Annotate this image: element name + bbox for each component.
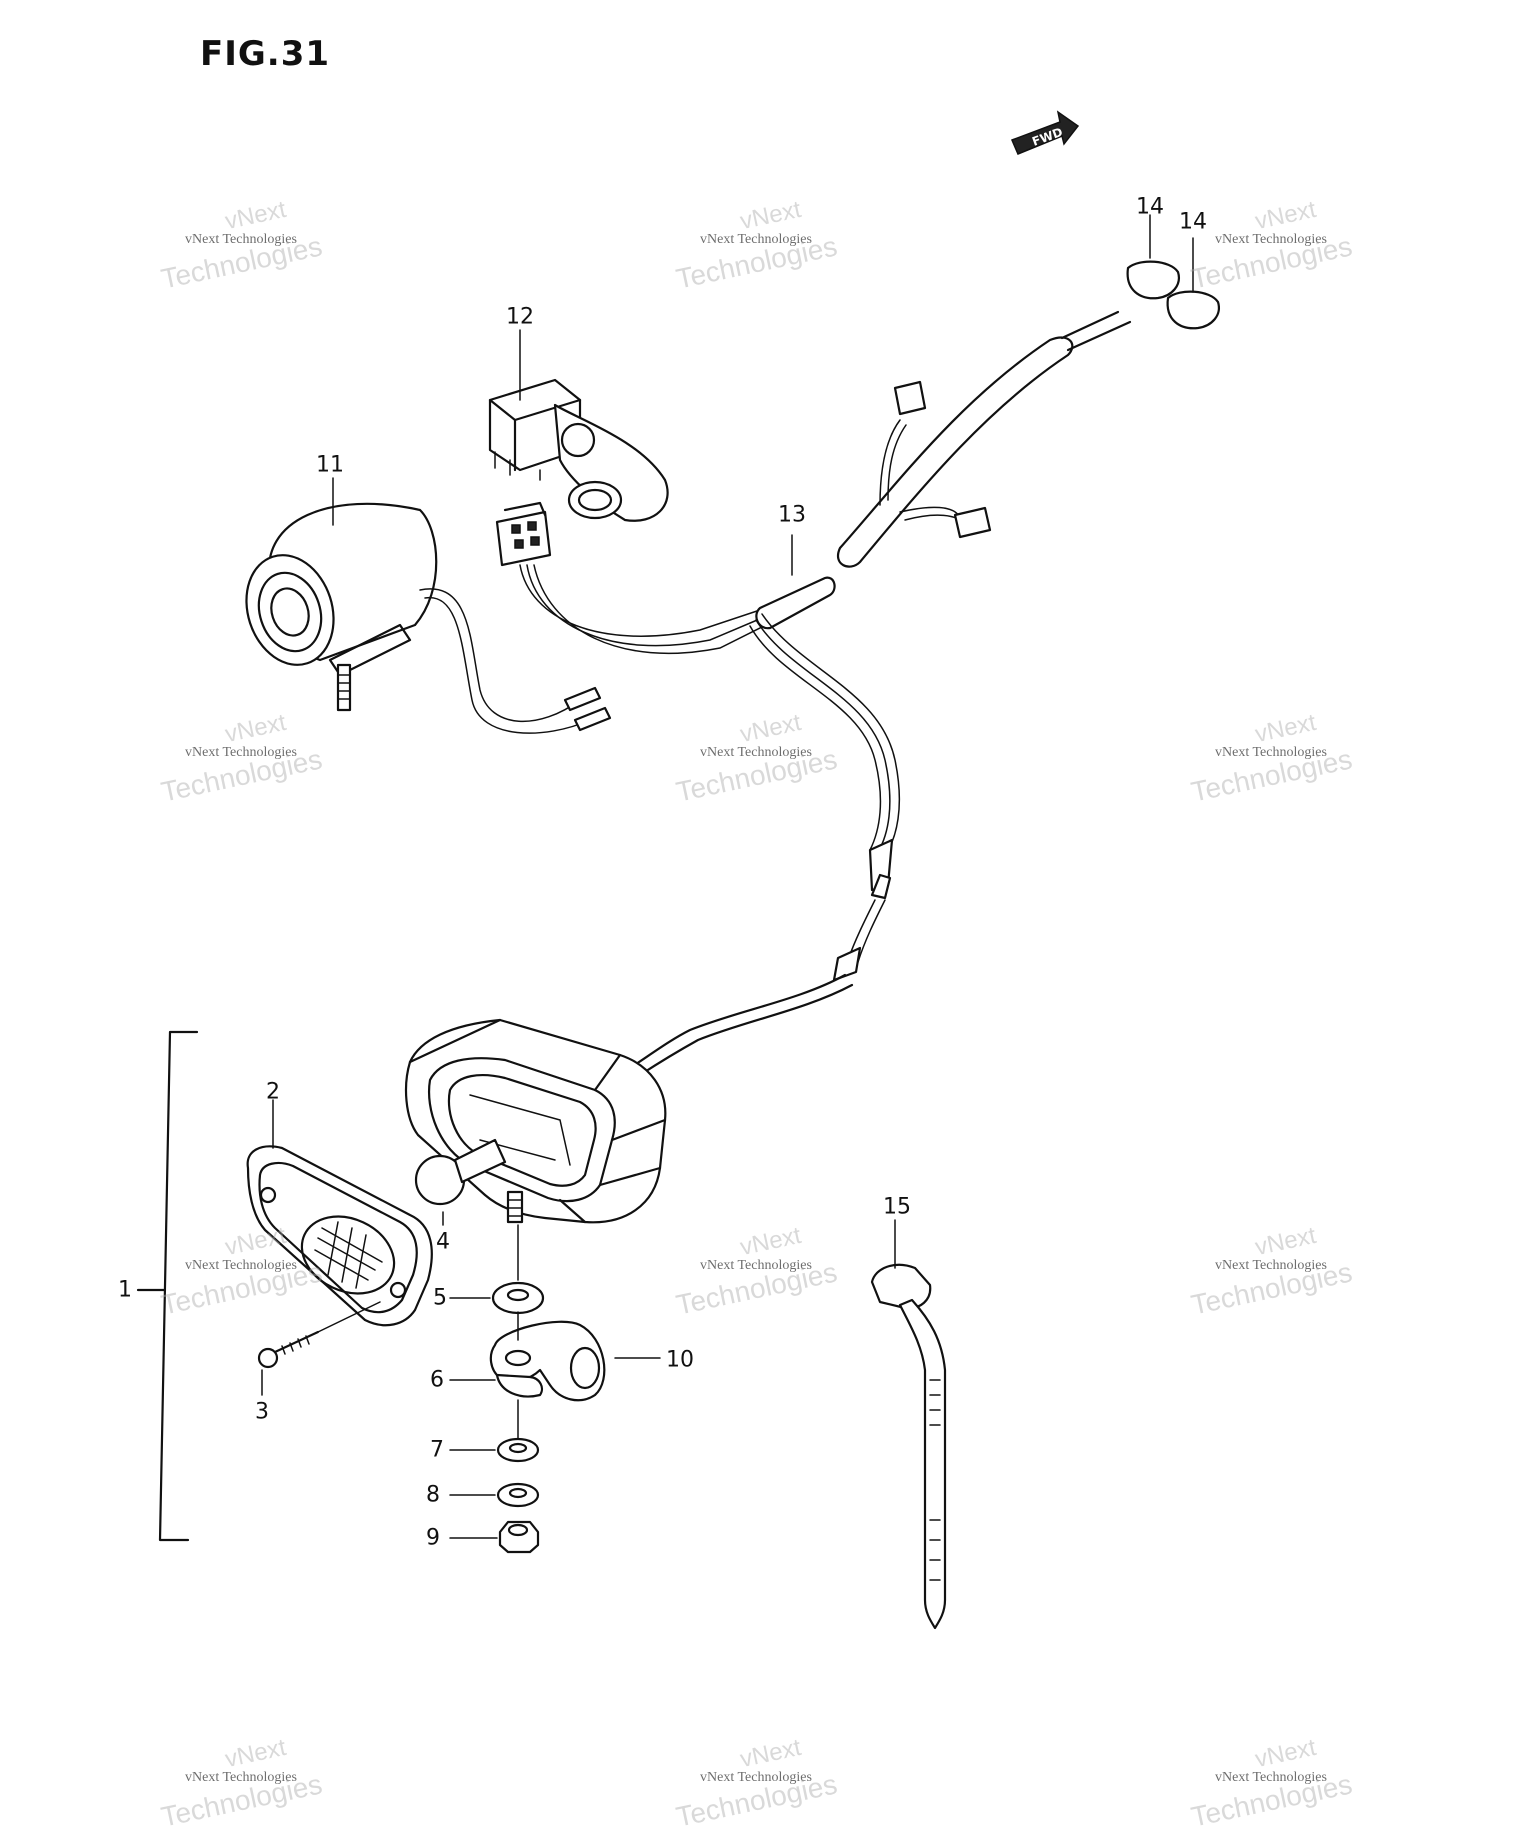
callout-9: 9 [426,1525,440,1551]
part-15-cable-tie [870,1263,947,1630]
part-13-wiring-harness [519,310,1132,1077]
part-4-bulb [414,1138,507,1206]
callout-8: 8 [426,1482,440,1508]
leader-lines [261,214,1194,1539]
callout-14a: 14 [1136,194,1164,220]
part-6-rubber [495,1373,544,1398]
assembly-bracket [136,1030,199,1542]
callout-5: 5 [433,1285,447,1311]
callout-11: 11 [316,452,344,478]
callout-3: 3 [255,1399,269,1425]
callout-13: 13 [778,502,806,528]
part-2-lens [246,1145,433,1327]
part-12-relay [488,378,669,522]
callout-2: 2 [266,1079,280,1105]
part-3-screw [257,1301,381,1369]
part-14-cap-a [1126,260,1180,300]
parts-diagram: FWD [136,110,1220,1630]
callout-10: 10 [666,1347,694,1373]
callout-14b: 14 [1179,209,1207,235]
callout-12: 12 [506,304,534,330]
part-5-washer [491,1281,545,1315]
callout-15: 15 [883,1194,911,1220]
callout-7: 7 [430,1437,444,1463]
part-8-washer [496,1482,540,1508]
part-11-lamp [245,502,612,734]
fwd-label: FWD [1030,125,1064,149]
part-7-washer [496,1437,540,1463]
callout-6: 6 [430,1367,444,1393]
callout-1: 1 [118,1277,132,1303]
figure-title: FIG.31 [200,34,331,74]
part-10-clamp [489,1320,606,1402]
part-14-cap-b [1166,290,1220,330]
connector-4pin [495,501,552,567]
fwd-arrow-icon: FWD [1011,110,1080,155]
part-9-nut [498,1520,540,1554]
callout-4: 4 [436,1229,450,1255]
